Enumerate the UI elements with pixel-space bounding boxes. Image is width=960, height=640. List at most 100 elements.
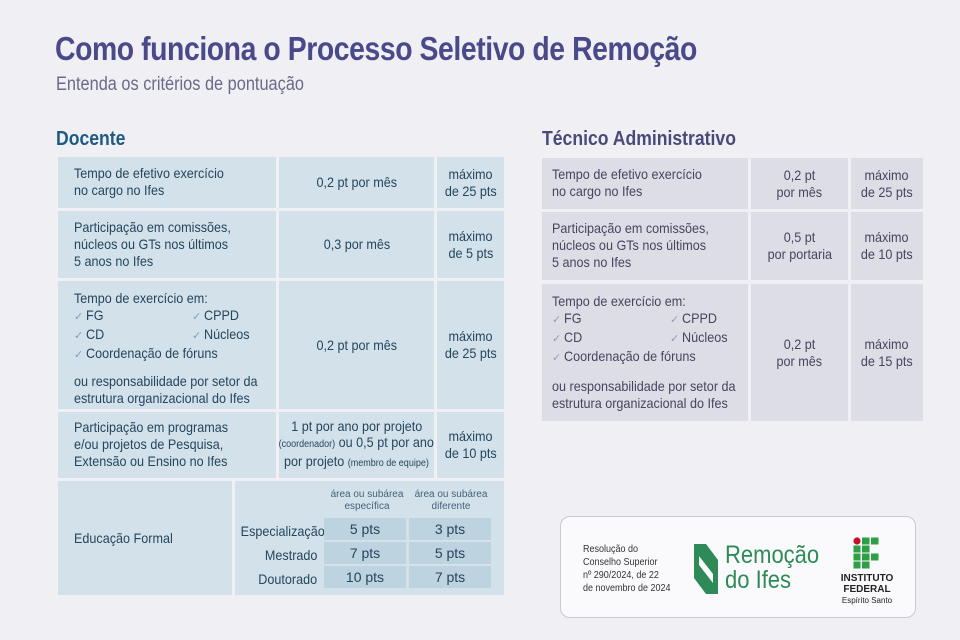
max-line: máximo [864,229,910,245]
points-line: 0,2 pt [783,166,816,183]
docente-row-2-desc: Participação em comissões, núcleos ou GT… [58,211,276,278]
docente-row-1-points: 0,2 pt por mês [279,157,434,208]
education-label: Educação Formal [74,529,173,546]
education-label-cell: Educação Formal [58,481,232,595]
max-line: de 25 pts [444,345,497,361]
value-especializacao-different: 3 pts [409,518,491,540]
level-mestrado: Mestrado [264,547,318,563]
docente-row-3-points: 0,2 pt por mês [279,281,434,409]
col-header-line: diferente [431,501,471,512]
points-fragment: ou 0,5 pt por ano [335,434,435,450]
remocao-ifes-logo [694,544,718,594]
value-mestrado-specific: 7 pts [324,542,406,564]
item-label: CD [564,329,583,345]
check-icon: ✓ [670,314,680,326]
resolution-note: Resolução do Conselho Superior nº 290/20… [583,543,671,595]
tecnico-heading: Técnico Administrativo [542,128,736,150]
desc-line: 5 anos no Ifes [74,253,154,269]
max-line: máximo [448,428,493,444]
item-label: Núcleos [682,329,728,345]
item-label: CPPD [204,307,240,323]
checklist-item: ✓FG [74,307,192,326]
item-label: FG [86,307,104,323]
resolution-line: nº 290/2024, de 22 [583,570,659,581]
max-line: máximo [864,335,910,352]
points-line: por mês [776,352,823,369]
desc-line: Extensão ou Ensino no Ifes [74,453,228,469]
resolution-line: Conselho Superior [583,557,658,568]
logo-line: Remoção [725,541,820,569]
desc-line: Participação em programas [74,419,229,435]
check-icon: ✓ [552,314,562,326]
check-icon: ✓ [670,333,680,345]
checklist-item: ✓Núcleos [192,326,302,345]
check-icon: ✓ [74,330,84,342]
checklist-item: ✓CD [74,326,192,345]
checklist-item: ✓Núcleos [670,329,756,348]
desc-line: no cargo no Ifes [74,182,165,198]
col-header-specific: área ou subárea específica [326,489,408,513]
points-line: por portaria [767,246,832,262]
docente-row-3-max: máximo de 25 pts [437,281,504,409]
points-line: por projeto (membro de equipe) [284,453,429,472]
item-label: CD [86,326,105,342]
checklist-item: ✓FG [552,310,670,329]
check-icon: ✓ [74,349,84,361]
docente-row-4-points: 1 pt por ano por projeto (coordenador) o… [279,412,434,478]
item-label: CPPD [682,310,718,326]
tecnico-row-3-desc: Tempo de exercício em: ✓FG ✓CPPD ✓CD ✓Nú… [542,284,748,421]
tecnico-row-1-max: máximo de 25 pts [851,158,923,209]
points-fragment: por projeto [284,453,348,469]
points-text: 0,3 por mês [323,236,390,252]
points-text: 0,2 pt por mês [316,336,397,353]
checklist-item: ✓CPPD [670,310,756,329]
max-line: de 10 pts [444,445,497,461]
max-line: máximo [448,227,493,244]
education-grid: área ou subárea específica área ou subár… [236,484,504,594]
col-header-line: área ou subárea [414,489,488,500]
max-line: de 10 pts [861,246,913,262]
points-line: por mês [776,183,823,200]
role-note: (coordenador) [278,439,336,450]
instituto-federal-logo [853,537,879,569]
desc-line: estrutura organizacional do Ifes [74,390,250,406]
docente-row-1-desc: Tempo de efetivo exercício no cargo no I… [58,157,276,208]
desc-line: Participação em comissões, [552,220,709,236]
tecnico-row-3-points: 0,2 pt por mês [751,284,848,421]
points-line: (coordenador) ou 0,5 pt por ano [279,434,434,453]
points-line: 0,5 pt [783,229,816,245]
value-doutorado-different: 7 pts [409,566,491,588]
desc-line: ou responsabilidade por setor da [552,378,736,394]
value-mestrado-different: 5 pts [409,542,491,564]
check-icon: ✓ [74,311,84,323]
docente-heading: Docente [56,128,126,150]
max-line: de 15 pts [861,352,913,369]
max-line: de 25 pts [861,183,913,200]
item-label: Coordenação de fóruns [564,348,696,364]
campus-name: Espírito Santo [841,596,893,605]
desc-line: 5 anos no Ifes [552,254,632,270]
institute-line: INSTITUTO [840,573,894,584]
points-text: 0,2 pt por mês [316,174,397,190]
checklist-item: ✓CPPD [192,307,302,326]
logo-line: do Ifes [725,566,792,594]
page-subtitle: Entenda os critérios de pontuação [56,74,304,95]
item-label: Coordenação de fóruns [86,345,218,361]
max-line: máximo [448,165,493,182]
value-doutorado-specific: 10 pts [324,566,406,588]
tecnico-row-1-points: 0,2 pt por mês [751,158,848,209]
checklist-item: ✓Coordenação de fóruns [74,345,276,364]
max-line: de 5 pts [448,244,493,261]
desc-line: Tempo de efetivo exercício [74,165,224,181]
docente-row-3-desc: Tempo de exercício em: ✓FG ✓CPPD ✓CD ✓Nú… [58,281,276,409]
desc-line: estrutura organizacional do Ifes [552,395,728,411]
docente-row-4-max: máximo de 10 pts [437,412,504,478]
institute-line: FEDERAL [843,584,891,595]
col-header-different: área ou subárea diferente [410,489,492,513]
max-line: de 25 pts [444,182,497,199]
points-line: 0,2 pt [783,335,816,352]
role-note: (membro de equipe) [347,458,429,469]
level-doutorado: Doutorado [257,571,317,587]
check-icon: ✓ [192,311,202,323]
docente-row-2-points: 0,3 por mês [279,211,434,278]
